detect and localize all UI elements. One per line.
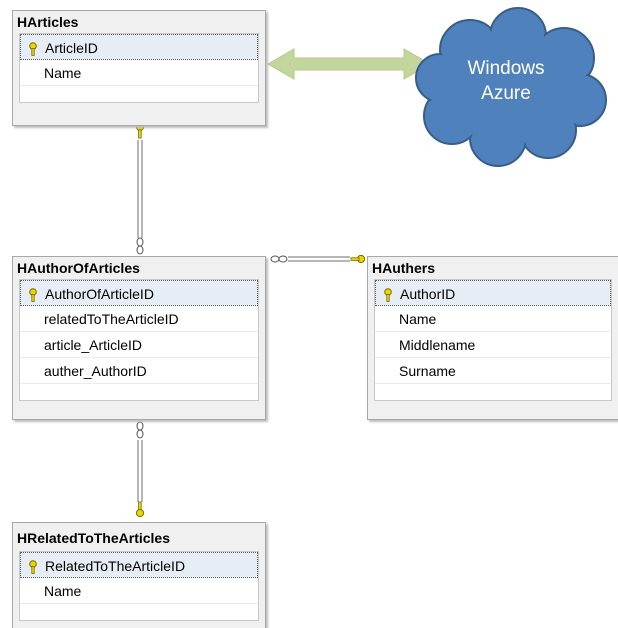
table-hrelatedtothearticles[interactable]: HRelatedToTheArticles RelatedToTheArticl… bbox=[12, 522, 266, 628]
table-harticles[interactable]: HArticles ArticleID Name bbox=[12, 10, 266, 126]
infinity-icon bbox=[136, 237, 144, 255]
column-name: auther_AuthorID bbox=[44, 363, 147, 379]
key-icon bbox=[29, 560, 37, 574]
key-icon bbox=[29, 288, 37, 302]
double-arrow-icon bbox=[266, 48, 432, 80]
column-name: AuthorOfArticleID bbox=[45, 286, 154, 302]
empty-row bbox=[20, 384, 258, 400]
key-icon bbox=[384, 288, 392, 302]
column-name: Name bbox=[44, 583, 82, 599]
column-row[interactable]: Name bbox=[20, 578, 258, 604]
column-row[interactable]: article_ArticleID bbox=[20, 332, 258, 358]
empty-row bbox=[375, 384, 611, 400]
empty-row bbox=[20, 604, 258, 620]
key-icon bbox=[29, 42, 37, 56]
relationship-authorofarticles-authers bbox=[270, 254, 366, 264]
column-row[interactable]: Middlename bbox=[375, 332, 611, 358]
column-row-primary-key[interactable]: AuthorID bbox=[375, 280, 611, 306]
table-columns: ArticleID Name bbox=[19, 33, 259, 103]
relationship-authorofarticles-relatedtothearticles bbox=[135, 421, 145, 518]
column-name: Surname bbox=[399, 363, 456, 379]
cloud-label: Windows Azure bbox=[436, 56, 576, 106]
table-hauthers[interactable]: HAuthers AuthorID Name Middlename Surnam… bbox=[367, 256, 618, 420]
column-name: relatedToTheArticleID bbox=[44, 311, 179, 327]
relationship-articles-authorofarticles bbox=[135, 122, 145, 255]
table-columns: AuthorOfArticleID relatedToTheArticleID … bbox=[19, 279, 259, 401]
key-icon bbox=[350, 254, 366, 264]
column-name: RelatedToTheArticleID bbox=[45, 558, 186, 574]
column-row[interactable]: auther_AuthorID bbox=[20, 358, 258, 384]
table-columns: RelatedToTheArticleID Name bbox=[19, 551, 259, 621]
column-row-primary-key[interactable]: ArticleID bbox=[20, 34, 258, 60]
column-name: ArticleID bbox=[45, 40, 98, 56]
column-row[interactable]: Surname bbox=[375, 358, 611, 384]
table-title: HAuthers bbox=[372, 260, 436, 276]
column-name: Middlename bbox=[399, 337, 476, 353]
infinity-icon bbox=[136, 421, 144, 439]
column-row[interactable]: Name bbox=[375, 306, 611, 332]
column-row[interactable]: relatedToTheArticleID bbox=[20, 306, 258, 332]
table-title: HRelatedToTheArticles bbox=[17, 530, 170, 546]
table-title: HAuthorOfArticles bbox=[17, 260, 140, 276]
key-icon bbox=[135, 501, 145, 518]
cloud-label-line2: Azure bbox=[481, 83, 531, 104]
empty-row bbox=[20, 86, 258, 102]
column-row[interactable]: Name bbox=[20, 60, 258, 86]
table-hauthorofarticles[interactable]: HAuthorOfArticles AuthorOfArticleID rela… bbox=[12, 256, 266, 420]
column-name: Name bbox=[44, 65, 82, 81]
column-name: article_ArticleID bbox=[44, 337, 143, 353]
column-row-primary-key[interactable]: RelatedToTheArticleID bbox=[20, 552, 258, 578]
column-row-primary-key[interactable]: AuthorOfArticleID bbox=[20, 280, 258, 306]
column-name: AuthorID bbox=[400, 286, 456, 302]
column-name: Name bbox=[399, 311, 437, 327]
table-title: HArticles bbox=[17, 14, 79, 30]
cloud-label-line1: Windows bbox=[467, 58, 545, 79]
table-columns: AuthorID Name Middlename Surname bbox=[374, 279, 612, 401]
infinity-icon bbox=[270, 255, 288, 263]
